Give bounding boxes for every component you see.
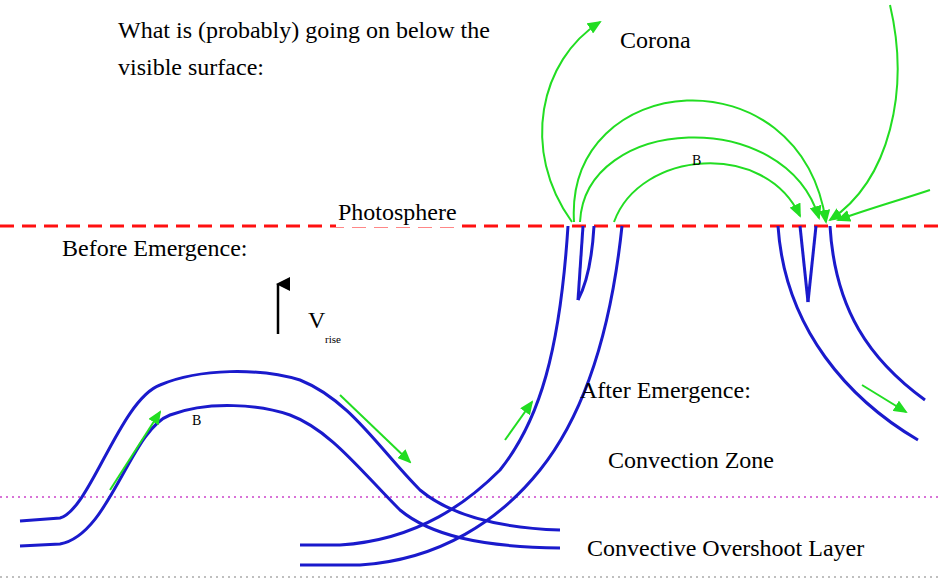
photosphere-line [0,225,938,228]
layer-label: Convection Zone [608,446,774,475]
velocity-subscript: rise [325,333,341,346]
flux-tube [20,226,925,565]
layer-label: Photosphere [336,198,459,227]
heading: What is (probably) going on below the vi… [118,12,503,86]
velocity-symbol: V [308,306,325,335]
region-label: Corona [620,26,691,55]
layer-label: Convective Overshoot Layer [587,534,864,563]
overshoot-boundary [0,576,938,578]
field-symbol: B [692,153,701,170]
rise-arrow [277,284,280,334]
field-symbol: B [192,413,201,430]
stage-label: Before Emergence: [62,234,247,263]
stage-label: After Emergence: [580,376,751,405]
